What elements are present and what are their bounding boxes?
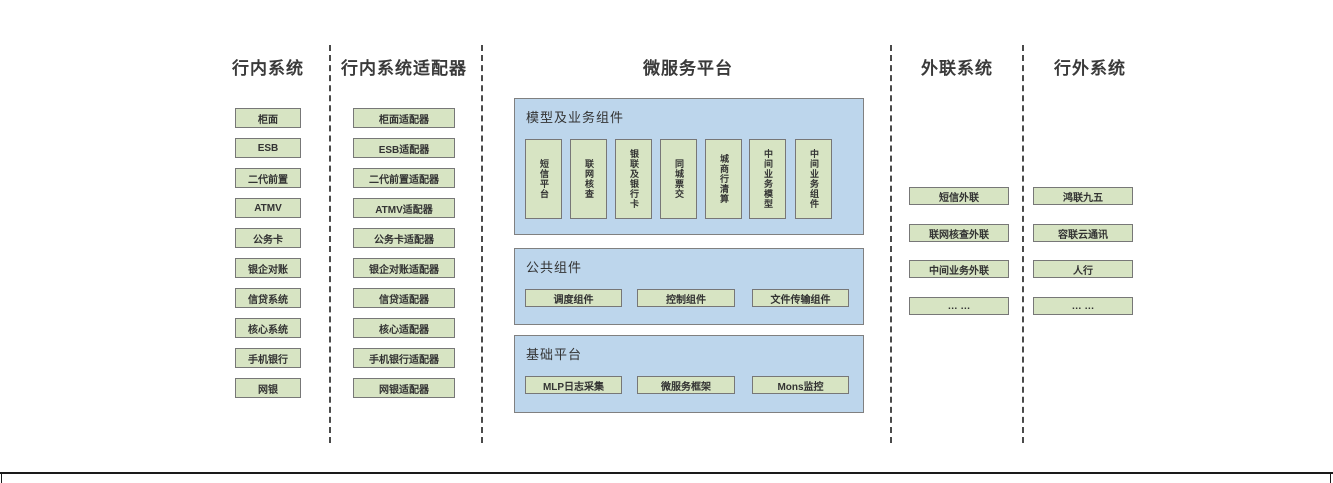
column-title-external-link-systems: 外联系统 [921,59,993,78]
column-divider-4 [1022,45,1024,443]
panel-title: 模型及业务组件 [526,110,625,125]
node-microservice-framework: 微服务框架 [637,376,735,394]
panel-title: 基础平台 [526,347,583,362]
node-mobile-banking-adapter: 手机银行适配器 [353,348,455,368]
node-sms-external: 短信外联 [909,187,1009,205]
bottom-right-frame-edge [1330,472,1331,483]
panel-model-business-components: 模型及业务组件 短信平台 联网核查 银联及银行卡 同城票交 城商行清算 中间业务… [514,98,864,235]
node-mlp-log-collection: MLP日志采集 [525,376,622,394]
node-esb-adapter: ESB适配器 [353,138,455,158]
node-outside-ellipsis: … … [1033,297,1133,315]
column-title-microservice-platform: 微服务平台 [643,59,733,78]
node-bank-enterprise-recon-adapter: 银企对账适配器 [353,258,455,278]
node-official-card: 公务卡 [235,228,301,248]
node-bank-enterprise-recon: 银企对账 [235,258,301,278]
node-intermediate-biz-model: 中间业务模型 [749,139,786,219]
node-online-banking-adapter: 网银适配器 [353,378,455,398]
node-scheduling-component: 调度组件 [525,289,622,307]
column-title-internal-systems: 行内系统 [232,59,304,78]
node-control-component: 控制组件 [637,289,735,307]
node-sms-platform: 短信平台 [525,139,562,219]
column-divider-2 [481,45,483,443]
node-ronglian-cloud: 容联云通讯 [1033,224,1133,242]
node-second-gen-front-adapter: 二代前置适配器 [353,168,455,188]
node-atmv-adapter: ATMV适配器 [353,198,455,218]
node-online-banking: 网银 [235,378,301,398]
node-city-bank-clearing: 城商行清算 [705,139,742,219]
node-unionpay-bankcard: 银联及银行卡 [615,139,652,219]
node-external-ellipsis: … … [909,297,1009,315]
node-intermediate-biz-external: 中间业务外联 [909,260,1009,278]
column-title-outside-bank-systems: 行外系统 [1054,59,1126,78]
node-counter-front-adapter: 柜面适配器 [353,108,455,128]
node-core-adapter: 核心适配器 [353,318,455,338]
node-official-card-adapter: 公务卡适配器 [353,228,455,248]
node-intermediate-biz-comp: 中间业务组件 [795,139,832,219]
column-divider-3 [890,45,892,443]
node-file-transfer-component: 文件传输组件 [752,289,849,307]
node-network-verification-external: 联网核查外联 [909,224,1009,242]
bottom-left-frame-edge [1,472,2,483]
node-atmv: ATMV [235,198,301,218]
node-network-verification: 联网核查 [570,139,607,219]
node-mobile-banking: 手机银行 [235,348,301,368]
node-second-gen-front: 二代前置 [235,168,301,188]
panel-public-components: 公共组件 调度组件 控制组件 文件传输组件 [514,248,864,325]
node-counter-front: 柜面 [235,108,301,128]
node-core-system: 核心系统 [235,318,301,338]
panel-title: 公共组件 [526,260,583,275]
column-divider-1 [329,45,331,443]
node-credit-adapter: 信贷适配器 [353,288,455,308]
bottom-horizontal-rule [0,472,1333,474]
node-credit-system: 信贷系统 [235,288,301,308]
node-city-bill-exchange: 同城票交 [660,139,697,219]
column-title-internal-adapters: 行内系统适配器 [341,59,467,78]
node-honglian-95: 鸿联九五 [1033,187,1133,205]
panel-base-platform: 基础平台 MLP日志采集 微服务框架 Mons监控 [514,335,864,413]
node-mons-monitoring: Mons监控 [752,376,849,394]
node-esb: ESB [235,138,301,158]
node-pboc: 人行 [1033,260,1133,278]
